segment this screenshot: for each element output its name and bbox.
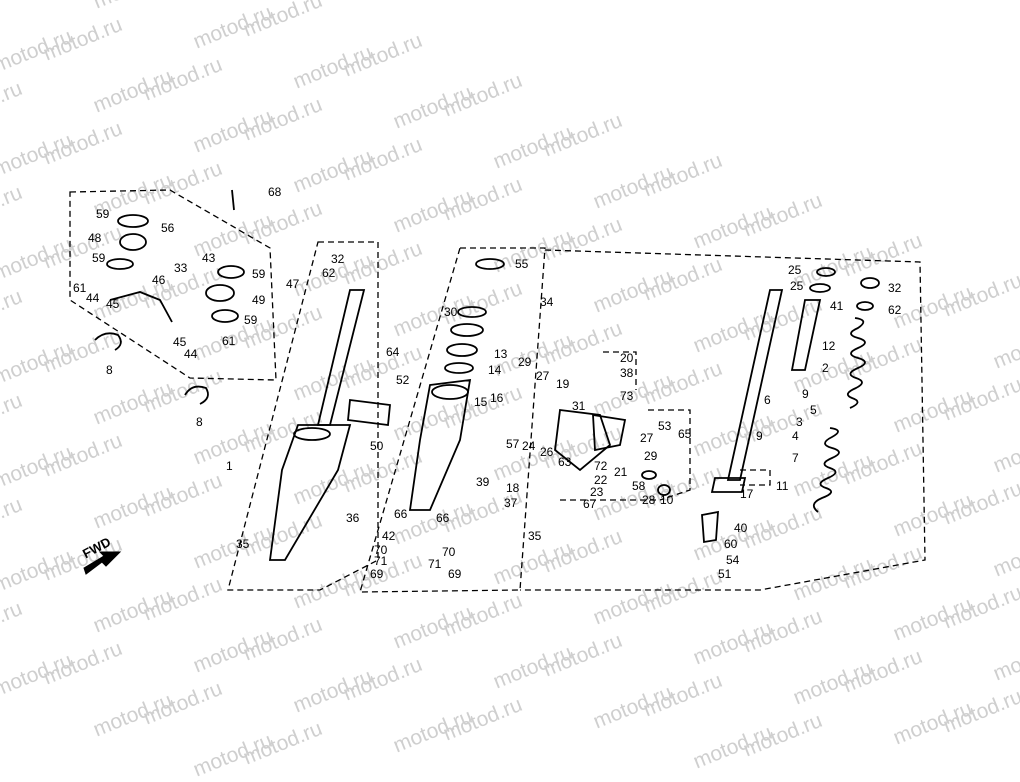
- callout-32: 32: [331, 252, 345, 266]
- callout-26: 26: [540, 445, 554, 459]
- callout-69: 69: [448, 567, 462, 581]
- callout-61: 61: [222, 334, 236, 348]
- callout-59: 59: [96, 207, 110, 221]
- callout-62: 62: [888, 303, 902, 317]
- callout-28: 28: [642, 493, 656, 507]
- callout-33: 33: [174, 261, 188, 275]
- callout-31: 31: [572, 399, 586, 413]
- callout-10: 10: [660, 493, 674, 507]
- callout-45: 45: [106, 297, 120, 311]
- callout-25: 25: [790, 279, 804, 293]
- callout-21: 21: [614, 465, 628, 479]
- callout-68: 68: [268, 185, 282, 199]
- callout-9: 9: [802, 387, 809, 401]
- callout-63: 63: [558, 455, 572, 469]
- callout-24: 24: [522, 439, 536, 453]
- callout-53: 53: [658, 419, 672, 433]
- callout-18: 18: [506, 481, 520, 495]
- callout-37: 37: [504, 496, 518, 510]
- callout-40: 40: [734, 521, 748, 535]
- callout-70: 70: [374, 543, 388, 557]
- callout-58: 58: [632, 479, 646, 493]
- callout-12: 12: [822, 339, 836, 353]
- callout-69: 69: [370, 567, 384, 581]
- callout-57: 57: [506, 437, 520, 451]
- callout-4: 4: [792, 429, 799, 443]
- callout-72: 72: [594, 459, 608, 473]
- callout-34: 34: [540, 295, 554, 309]
- callout-44: 44: [184, 347, 198, 361]
- callout-65: 65: [678, 427, 692, 441]
- callout-71: 71: [428, 557, 442, 571]
- callout-5: 5: [810, 403, 817, 417]
- callout-45: 45: [173, 335, 187, 349]
- callout-6: 6: [764, 393, 771, 407]
- callout-35: 35: [236, 537, 250, 551]
- callout-59: 59: [244, 313, 258, 327]
- callout-47: 47: [286, 277, 300, 291]
- callout-73: 73: [620, 389, 634, 403]
- callout-61: 61: [73, 281, 87, 295]
- callout-11: 11: [776, 479, 789, 493]
- callout-54: 54: [726, 553, 740, 567]
- callout-1: 1: [226, 459, 233, 473]
- callout-71: 71: [374, 554, 388, 568]
- callout-62: 62: [322, 266, 336, 280]
- callout-17: 17: [740, 487, 754, 501]
- callout-14: 14: [488, 363, 502, 377]
- callout-20: 20: [620, 351, 634, 365]
- callout-59: 59: [92, 251, 106, 265]
- callout-43: 43: [202, 251, 216, 265]
- callout-16: 16: [490, 391, 504, 405]
- callout-49: 49: [252, 293, 266, 307]
- callout-46: 46: [152, 273, 166, 287]
- callout-30: 30: [444, 305, 458, 319]
- callout-39: 39: [476, 475, 490, 489]
- callout-48: 48: [88, 231, 102, 245]
- callout-13: 13: [494, 347, 508, 361]
- diagram-drawing: [69, 189, 926, 593]
- callout-9: 9: [756, 429, 763, 443]
- callout-25: 25: [788, 263, 802, 277]
- callout-29: 29: [518, 355, 532, 369]
- callout-38: 38: [620, 366, 634, 380]
- callout-41: 41: [830, 299, 844, 313]
- callout-67: 67: [583, 497, 597, 511]
- callout-66: 66: [394, 507, 408, 521]
- callout-52: 52: [396, 373, 410, 387]
- callout-7: 7: [792, 451, 799, 465]
- callout-64: 64: [386, 345, 400, 359]
- callout-42: 42: [382, 529, 396, 543]
- callout-19: 19: [556, 377, 570, 391]
- callout-23: 23: [590, 485, 604, 499]
- callout-51: 51: [718, 567, 732, 581]
- callout-8: 8: [106, 363, 113, 377]
- callout-8: 8: [196, 415, 203, 429]
- callout-44: 44: [86, 291, 100, 305]
- callout-36: 36: [346, 511, 360, 525]
- callout-70: 70: [442, 545, 456, 559]
- callout-15: 15: [474, 395, 488, 409]
- callout-50: 50: [370, 439, 384, 453]
- callout-27: 27: [640, 431, 654, 445]
- callout-55: 55: [515, 257, 529, 271]
- callout-22: 22: [594, 473, 608, 487]
- callout-27: 27: [536, 369, 550, 383]
- callout-59: 59: [252, 267, 266, 281]
- callout-32: 32: [888, 281, 902, 295]
- callout-3: 3: [796, 415, 803, 429]
- callout-2: 2: [822, 361, 829, 375]
- callout-66: 66: [436, 511, 450, 525]
- callout-29: 29: [644, 449, 658, 463]
- callout-60: 60: [724, 537, 738, 551]
- callout-56: 56: [161, 221, 175, 235]
- callout-35: 35: [528, 529, 542, 543]
